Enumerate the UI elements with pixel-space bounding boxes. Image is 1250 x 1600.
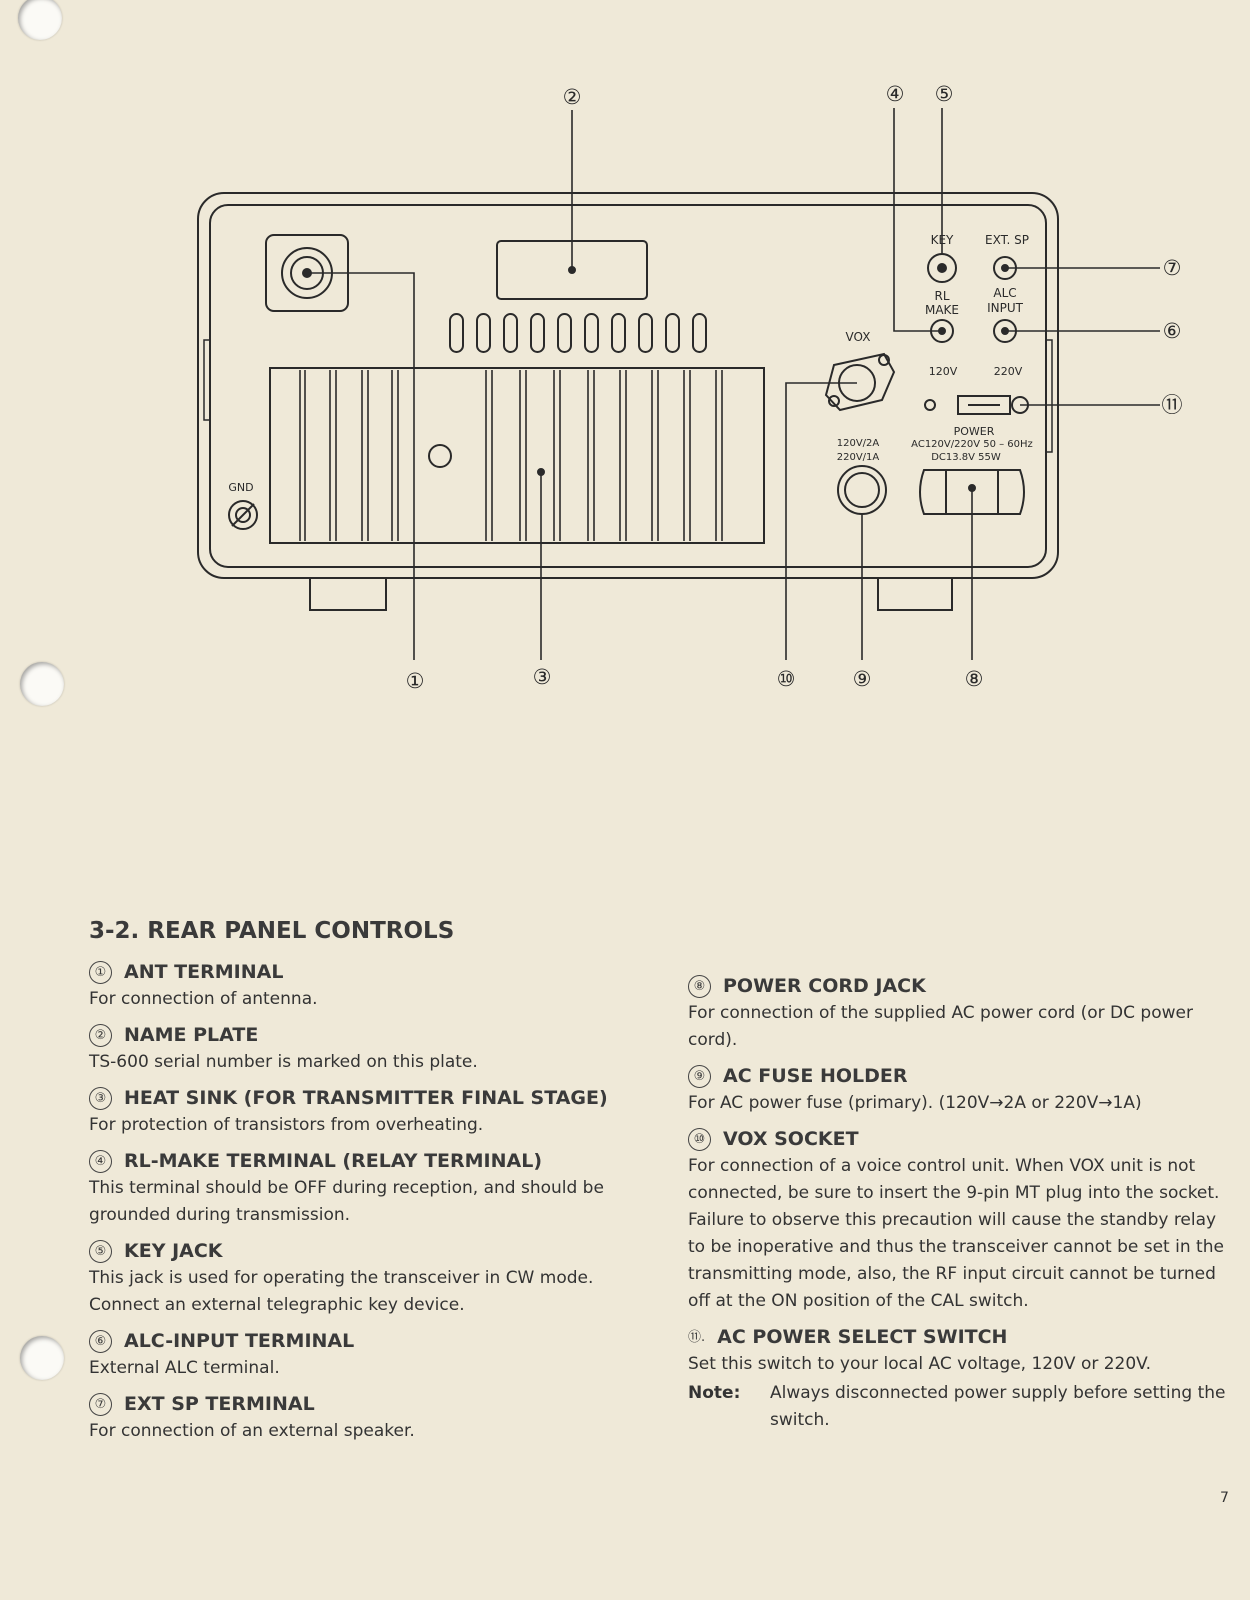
binder-hole-top xyxy=(18,0,62,40)
label-power-spec-1: AC120V/220V 50 – 60Hz xyxy=(911,439,1033,450)
left-foot xyxy=(309,578,387,611)
label-rl: RL xyxy=(934,289,949,303)
label-220v: 220V xyxy=(994,365,1023,378)
label-power-spec-2: DC13.8V 55W xyxy=(931,452,1001,463)
power-cord-jack xyxy=(919,469,1025,515)
callout-5: ⑤ xyxy=(935,82,954,106)
label-alc: ALC xyxy=(993,286,1016,300)
callout-8: ⑧ xyxy=(965,667,984,691)
item-number: ⑦ xyxy=(89,1392,112,1416)
item-description-continued: Failure to observe this precaution will … xyxy=(688,1210,1224,1311)
item-description: This jack is used for operating the tran… xyxy=(89,1268,594,1315)
item-description: TS-600 serial number is marked on this p… xyxy=(89,1052,478,1072)
item-title: AC POWER SELECT SWITCH xyxy=(717,1326,1008,1348)
case-inner-outline xyxy=(209,204,1047,568)
item-number: ② xyxy=(89,1023,112,1047)
label-fuse-1: 120V/2A xyxy=(837,438,880,449)
page-number: 7 xyxy=(1220,1490,1229,1506)
gnd-terminal xyxy=(228,500,258,530)
item-ext-sp-terminal: ⑦ EXT SP TERMINAL For connection of an ex… xyxy=(89,1390,629,1445)
item-ac-fuse-holder: ⑨ AC FUSE HOLDER For AC power fuse (prima… xyxy=(688,1062,1228,1117)
label-key: KEY xyxy=(931,233,954,247)
callout-10: ⑩ xyxy=(777,667,796,691)
item-description: For AC power fuse (primary). (120V→2A or… xyxy=(688,1093,1142,1113)
item-description: For connection of antenna. xyxy=(89,989,318,1009)
item-description: For connection of an external speaker. xyxy=(89,1421,415,1441)
item-description: This terminal should be OFF during recep… xyxy=(89,1178,604,1225)
item-power-cord-jack: ⑧ POWER CORD JACK For connection of the s… xyxy=(688,972,1228,1054)
item-vox-socket: ⑩ VOX SOCKET For connection of a voice co… xyxy=(688,1125,1228,1315)
callout-3: ③ xyxy=(533,665,552,689)
ac-power-select-switch xyxy=(924,395,1029,415)
item-title: HEAT SINK (FOR TRANSMITTER FINAL STAGE) xyxy=(124,1087,608,1109)
binder-hole-bottom xyxy=(20,1336,64,1380)
case-outline xyxy=(197,192,1059,579)
heat-sink xyxy=(269,367,765,544)
item-number: ⑪. xyxy=(688,1329,706,1345)
leader-lines xyxy=(307,108,1160,660)
right-foot xyxy=(877,578,953,611)
item-title: ANT TERMINAL xyxy=(124,961,284,983)
callout-11: ⑪ xyxy=(1162,393,1183,417)
item-number: ⑩ xyxy=(688,1127,711,1151)
callout-4: ④ xyxy=(886,82,905,106)
item-title: NAME PLATE xyxy=(124,1024,259,1046)
item-number: ④ xyxy=(89,1149,112,1173)
item-title: ALC-INPUT TERMINAL xyxy=(124,1330,355,1352)
vent-slots xyxy=(449,313,707,353)
item-description: External ALC terminal. xyxy=(89,1358,280,1378)
item-description: For connection of the supplied AC power … xyxy=(688,1003,1193,1050)
callout-9: ⑨ xyxy=(853,667,872,691)
item-title: POWER CORD JACK xyxy=(723,975,926,997)
item-number: ⑥ xyxy=(89,1329,112,1353)
item-heat-sink: ③ HEAT SINK (FOR TRANSMITTER FINAL STAGE)… xyxy=(89,1084,629,1139)
item-description: For protection of transistors from overh… xyxy=(89,1115,484,1135)
note: Note: Always disconnected power supply b… xyxy=(688,1380,1228,1434)
item-number: ① xyxy=(89,960,112,984)
binder-hole-middle xyxy=(20,662,64,706)
section-title: 3-2. REAR PANEL CONTROLS xyxy=(89,918,455,944)
item-description: Set this switch to your local AC voltage… xyxy=(688,1354,1152,1374)
item-number: ③ xyxy=(89,1086,112,1110)
ac-fuse-holder xyxy=(837,465,887,515)
item-alc-input-terminal: ⑥ ALC-INPUT TERMINAL External ALC termina… xyxy=(89,1327,629,1382)
label-120v: 120V xyxy=(929,365,958,378)
rear-panel-diagram: ② ④ ⑤ ⑦ ⑥ ⑪ ① ③ ⑩ ⑨ ⑧ KEY EXT. SP RL MAK… xyxy=(197,82,1183,693)
callout-7: ⑦ xyxy=(1163,256,1182,280)
note-label: Note: xyxy=(688,1383,741,1403)
item-number: ⑧ xyxy=(688,974,711,998)
item-ac-power-select-switch: ⑪. AC POWER SELECT SWITCH Set this switch… xyxy=(688,1323,1228,1434)
item-title: KEY JACK xyxy=(124,1240,223,1262)
vox-socket xyxy=(824,352,896,412)
heat-sink-fins xyxy=(299,370,723,541)
note-text: Always disconnected power supply before … xyxy=(770,1383,1226,1430)
item-title: AC FUSE HOLDER xyxy=(723,1065,908,1087)
callout-1: ① xyxy=(406,669,425,693)
item-number: ⑤ xyxy=(89,1239,112,1263)
item-description: For connection of a voice control unit. … xyxy=(688,1156,1220,1203)
item-title: RL-MAKE TERMINAL (RELAY TERMINAL) xyxy=(124,1150,543,1172)
label-power: POWER xyxy=(954,425,995,438)
callout-2: ② xyxy=(563,85,582,109)
item-ant-terminal: ① ANT TERMINAL For connection of antenna. xyxy=(89,958,629,1013)
item-title: VOX SOCKET xyxy=(723,1128,859,1150)
item-key-jack: ⑤ KEY JACK This jack is used for operatin… xyxy=(89,1237,629,1319)
item-number: ⑨ xyxy=(688,1064,711,1088)
label-make: MAKE xyxy=(925,303,959,317)
item-rl-make-terminal: ④ RL-MAKE TERMINAL (RELAY TERMINAL) This … xyxy=(89,1147,629,1229)
label-input: INPUT xyxy=(987,301,1024,315)
item-title: EXT SP TERMINAL xyxy=(124,1393,315,1415)
label-vox: VOX xyxy=(846,330,871,344)
label-gnd: GND xyxy=(228,481,253,494)
label-fuse-2: 220V/1A xyxy=(837,452,880,463)
item-name-plate: ② NAME PLATE TS-600 serial number is mark… xyxy=(89,1021,629,1076)
label-ext-sp: EXT. SP xyxy=(985,233,1029,247)
controls-list-right: ⑧ POWER CORD JACK For connection of the s… xyxy=(688,972,1228,1442)
controls-list-left: ① ANT TERMINAL For connection of antenna.… xyxy=(89,958,629,1453)
callout-6: ⑥ xyxy=(1163,319,1182,343)
